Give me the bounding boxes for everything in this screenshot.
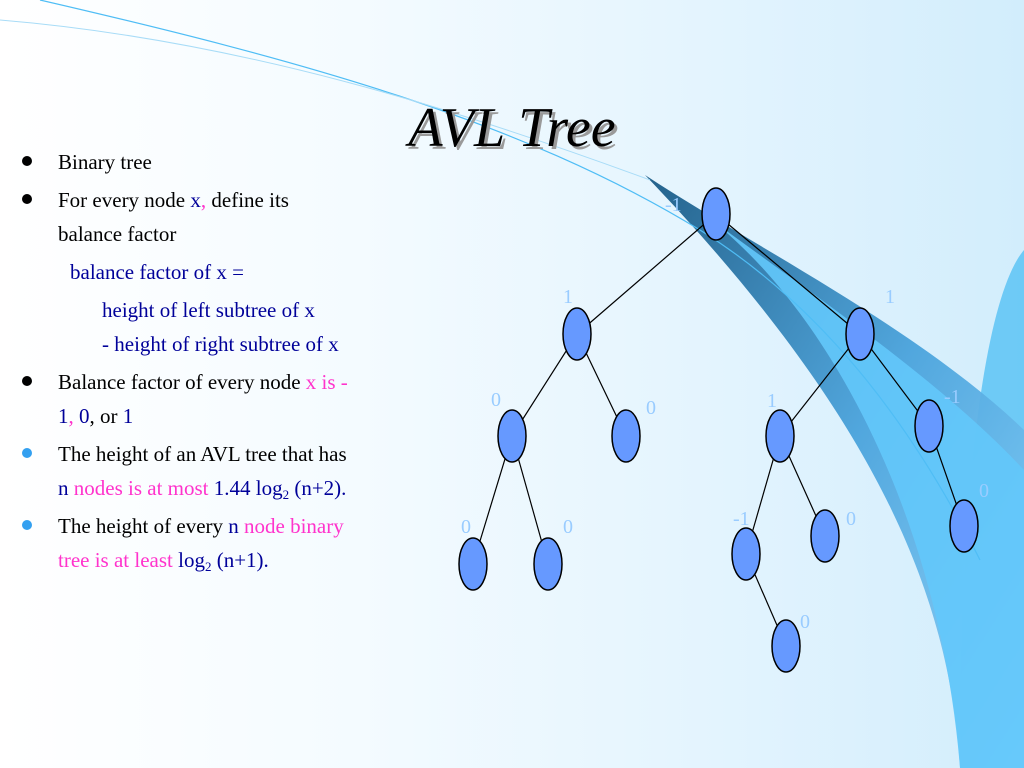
balance-label: 0 xyxy=(563,516,573,538)
bullet-text: node binary xyxy=(238,514,344,538)
formula-text: log xyxy=(178,548,205,572)
tree-node xyxy=(914,399,944,453)
bullet-height-at-least: The height of every n node binary tree i… xyxy=(22,509,462,577)
balance-label: -1 xyxy=(665,194,682,216)
formula-text: (n+1). xyxy=(211,548,269,572)
bullet-text: Balance factor of every node xyxy=(58,370,306,394)
balance-label: 0 xyxy=(979,480,989,502)
edge xyxy=(779,333,861,437)
value-minus-one: 1 xyxy=(58,404,69,428)
edge xyxy=(576,213,717,335)
bullet-binary-tree: Binary tree xyxy=(22,145,462,179)
bullet-text: nodes is at most xyxy=(68,476,214,500)
bullet-list: Binary tree For every node x, define its… xyxy=(22,145,462,581)
tree-node xyxy=(562,307,592,361)
bullet-text: balance factor xyxy=(58,222,177,246)
is-text: is - xyxy=(316,370,348,394)
subscript: 2 xyxy=(204,559,212,574)
left-height-text: height of left subtree of x xyxy=(102,298,315,322)
tree-node xyxy=(845,307,875,361)
tree-nodes xyxy=(458,187,979,673)
balance-label: 0 xyxy=(800,611,810,633)
tree-node xyxy=(458,537,488,591)
tree-node xyxy=(497,409,527,463)
comma: , xyxy=(200,188,207,212)
bullet-text: Binary tree xyxy=(58,150,152,174)
balance-label: -1 xyxy=(944,386,961,408)
bullet-dot-icon xyxy=(22,194,32,204)
var-x: x xyxy=(190,188,201,212)
bullet-dot-icon xyxy=(22,448,32,458)
sub-bullet-formula: balance factor of x = xyxy=(70,260,244,284)
tree-node xyxy=(611,409,641,463)
balance-label: 0 xyxy=(646,397,656,419)
tree-node xyxy=(765,409,795,463)
right-height-text: - height of right subtree of x xyxy=(102,332,339,356)
bullet-height-at-most: The height of an AVL tree that has n nod… xyxy=(22,437,462,505)
balance-label: 0 xyxy=(491,389,501,411)
comma: , xyxy=(68,404,79,428)
bullet-text: tree is at least xyxy=(58,548,179,572)
tree-node xyxy=(771,619,801,673)
balance-label: 0 xyxy=(846,508,856,530)
balance-labels: -1 1 1 0 0 1 -1 0 0 0 -1 0 0 xyxy=(461,194,989,633)
formula-text: (n+2). xyxy=(289,476,347,500)
tree-node xyxy=(533,537,563,591)
balance-label: 1 xyxy=(767,390,777,412)
bullet-text: For every node xyxy=(58,188,191,212)
balance-label: 0 xyxy=(461,516,471,538)
var-n: n xyxy=(58,476,69,500)
tree-node xyxy=(810,509,840,563)
balance-label: 1 xyxy=(885,286,895,308)
var-n: n xyxy=(228,514,239,538)
bullet-text: The height of every xyxy=(58,514,229,538)
bullet-text: define its xyxy=(206,188,289,212)
bullet-dot-icon xyxy=(22,156,32,166)
bullet-balance-values: Balance factor of every node x is - 1, 0… xyxy=(22,365,462,433)
tree-node xyxy=(949,499,979,553)
tree-node xyxy=(701,187,731,241)
value-one: 1 xyxy=(122,404,134,428)
tree-node xyxy=(731,527,761,581)
bullet-text: The height of an AVL tree that has xyxy=(58,442,347,466)
edge xyxy=(715,213,861,335)
balance-label: -1 xyxy=(733,508,750,530)
var-x: x xyxy=(305,370,317,394)
value-zero: 0 xyxy=(79,404,90,428)
bullet-dot-icon xyxy=(22,520,32,530)
balance-label: 1 xyxy=(563,286,573,308)
bullet-dot-icon xyxy=(22,376,32,386)
subscript: 2 xyxy=(282,487,290,502)
bullet-balance-factor-def: For every node x, define its balance fac… xyxy=(22,183,462,251)
formula-text: 1.44 log xyxy=(213,476,283,500)
slide-title: AVL Tree xyxy=(408,97,616,159)
sub-bullet-heights: height of left subtree of x - height of … xyxy=(22,293,462,361)
or-text: , or xyxy=(89,404,123,428)
